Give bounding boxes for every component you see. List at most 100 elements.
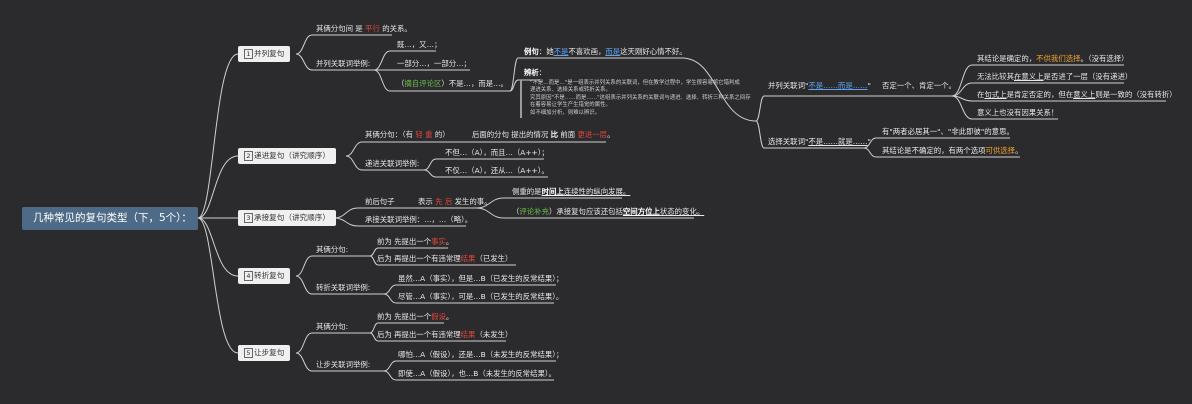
highlight-word: 事实 [431, 237, 446, 246]
concessive-clauses-title: 其俩分句: [316, 322, 349, 331]
highlight-word: 假设 [431, 312, 446, 321]
branch-number: 1 [244, 49, 253, 59]
branch-number: 4 [244, 271, 253, 281]
text-part: 其俩分句：（有 [365, 130, 416, 139]
concessive-examples-title: 让步关联词举例: [316, 360, 371, 369]
comment-tag: 评论补充 [519, 207, 549, 216]
text-part: （ [397, 79, 405, 88]
successive-detail-1: 侧重的是时间上连续性的纵向发展。 [512, 187, 630, 197]
text-part: 表示 [418, 197, 436, 206]
successive-relation-desc: 表示 先 后 发生的事。 [418, 197, 492, 207]
analysis-line-4: 在着容易让学生产生错觉的属性。 [530, 102, 611, 108]
highlight-word: 轻 重 [415, 130, 433, 139]
feature-4: 意义上也没有因果关系！ [977, 108, 1059, 117]
progressive-relation-desc: 后面的分句 提出的情况 比 前面 更进一层。 [472, 130, 614, 140]
choice-feature-1: 有"两者必居其一"、"非此即彼"的意思。 [882, 127, 1014, 136]
bold-word: 比 [550, 130, 559, 139]
text-part: （ [512, 207, 520, 216]
text-part: 其俩分句间 是 [316, 24, 366, 33]
analysis-label: 辨析 [524, 68, 539, 77]
root-node[interactable]: 几种常见的复句类型（下，5个）： [22, 207, 198, 230]
text-part: 侧重的是 [512, 187, 542, 196]
analysis-line-1: "不是…而是…"是一组表示并列关系的关联词，但在教学过程中，学生很容易将它错判成 [530, 80, 740, 86]
adversative-clause-1: 前为 先提出一个事实。 [377, 237, 453, 247]
parallel-example-3: （摘自评论区）不是…，而是…。 [397, 79, 508, 89]
parallel-examples-title: 并列关联词举例: [316, 59, 371, 68]
highlight-word: 结果 [460, 254, 476, 263]
text-part: （已发生） [475, 254, 513, 263]
text-part: ： [538, 68, 547, 77]
text-part: 。 [607, 130, 615, 139]
parallel-conjunction-desc: 否定一个、肯定一个。 [882, 81, 956, 90]
highlight-word: 先 后 [435, 197, 453, 206]
text-part: 这天刚好心情不好。 [620, 47, 687, 56]
successive-detail-2: （评论补充）承接复句应该还包括空间方位上状态的变化。 [512, 207, 704, 217]
highlight-word: 平行 [365, 24, 380, 33]
underlined-word: 在意义上 [1013, 72, 1044, 81]
text-part: 前为 先提出一个 [377, 237, 432, 246]
adversative-clauses-title: 其俩分句: [316, 245, 349, 254]
underlined-word: 句式上 [984, 90, 1007, 99]
comment-tag: 摘自评论区 [404, 79, 442, 88]
adversative-example-2: 尽管…A（事实），可是…B（已发生的反常结果）。 [398, 292, 564, 301]
branch-number: 5 [244, 348, 253, 358]
text-part: 无法比较其 [977, 72, 1014, 81]
highlight-word: 不供我们选择 [1036, 54, 1081, 63]
highlight-word: 更进一层 [577, 130, 608, 139]
adversative-examples-title: 转折关联词举例: [316, 283, 371, 292]
concessive-example-1: 哪怕…A（假设），还是…B（未发生的反常结果）； [398, 350, 564, 359]
branch-label: 转折复句 [254, 271, 285, 280]
underlined-word: 状态的变化。 [659, 207, 705, 216]
text-part: 前面 [558, 130, 578, 139]
conjunction-word: 而是 [605, 47, 621, 56]
feature-2: 无法比较其在意义上是否进了一层（没有递进） [977, 72, 1132, 82]
text-part: 选择关联词" [768, 137, 809, 146]
successive-sentences-label: 前后句子 [365, 197, 395, 206]
text-part: 的关系。 [379, 24, 412, 33]
parallel-conjunction: 并列关联词"不是……而是……" [768, 81, 871, 91]
progressive-relation-text: 其俩分句：（有 轻 重 的） [365, 130, 450, 140]
parallel-relation-text: 其俩分句间 是 平行 的关系。 [316, 24, 412, 34]
successive-examples-title: 承接关联词举例：…，…（略）。 [365, 215, 473, 224]
text-part: （未发生） [475, 330, 513, 339]
progressive-example-2: 不仅…（A），还从…（A++）。 [445, 166, 549, 175]
text-part: 。 [445, 237, 454, 246]
text-part: 是肯定否定的，但在 [1006, 90, 1074, 99]
text-part: " [867, 81, 871, 90]
parallel-example-2: 一部分…，一部分…； [397, 59, 471, 68]
parallel-example-1: 既…，又…； [397, 40, 442, 49]
branch-number: 3 [244, 213, 253, 223]
text-part: 不喜欢画， [568, 47, 606, 56]
text-part: ）承接复句应该还包括 [548, 207, 623, 216]
conjunction-word: 不是 [553, 47, 569, 56]
bold-word: 时间上 [541, 187, 564, 196]
branch-label: 并列复句 [254, 49, 285, 58]
text-part: 。 [1015, 146, 1023, 155]
branch-label: 递进复句（讲究顺序） [254, 151, 330, 160]
progressive-examples-title: 递进关联词举例: [365, 159, 420, 168]
conjunction-word: 不是……就是…… [808, 137, 868, 146]
text-part: ：她 [538, 47, 554, 56]
adversative-example-1: 虽然…A（事实），但是…B（已发生的反常结果）； [398, 274, 564, 283]
branch-label: 承接复句（讲究顺序） [254, 213, 330, 222]
text-part: 前为 先提出一个 [377, 312, 432, 321]
example-sentence: 例句：她不是不喜欢画，而是这天刚好心情不好。 [524, 47, 687, 57]
feature-1: 其结论是确定的，不供我们选择。（没有选择） [977, 54, 1129, 64]
choice-conjunction: 选择关联词"不是……就是……" [768, 137, 871, 147]
text-part: 并列关联词" [768, 81, 809, 90]
analysis-line-3: 究其原因"不是……而是……"这组表示并列关系的关联词与递进、选择、转折三种关系之… [530, 95, 751, 101]
text-part: " [867, 137, 871, 146]
text-part: 后为 再提出一个有违常理 [377, 330, 461, 339]
analysis-line-2: 递进关系、选择关系或转折关系。 [530, 87, 611, 93]
conjunction-word: 不是……而是…… [808, 81, 868, 90]
progressive-example-1: 不但…（A），而且…（A++）； [445, 148, 549, 157]
text-part: 则是一致的（没有转折） [1095, 90, 1177, 99]
concessive-example-2: 即使…A（假设），也…B（未发生的反常结果）。 [398, 369, 556, 378]
